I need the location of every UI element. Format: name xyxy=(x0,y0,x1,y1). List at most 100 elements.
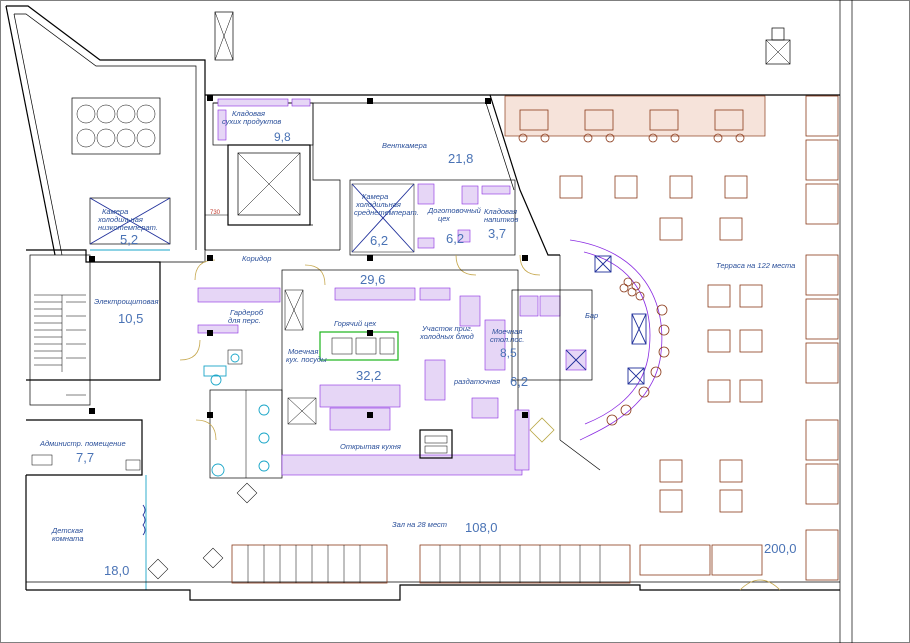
fan xyxy=(136,128,156,148)
label-open-kitchen: Открытая кухня xyxy=(340,442,401,451)
prep-sink xyxy=(417,237,435,249)
toilet-staff xyxy=(227,349,243,365)
label-cold-snacks: Участок приг.холодных блюд xyxy=(419,324,474,341)
area-electrical: 10,5 xyxy=(118,311,143,326)
lift-cross-b xyxy=(237,152,301,216)
label-electrical: Электрощитовая xyxy=(94,297,159,306)
fan xyxy=(76,128,96,148)
admin-room-walls xyxy=(26,419,143,476)
toilet-bowl xyxy=(230,353,240,363)
area-prep-shop: 6,2 xyxy=(446,231,464,246)
label-distribution: раздаточная xyxy=(453,377,500,386)
vent-unit-cross-b xyxy=(765,39,791,65)
bar-unit xyxy=(594,255,612,273)
label-bar: Бар xyxy=(585,311,598,320)
wash-sink xyxy=(484,319,506,371)
fan xyxy=(116,104,136,124)
vent-shaft-top xyxy=(214,11,234,61)
area-low-temp-chamber: 5,2 xyxy=(120,232,138,247)
door xyxy=(529,417,555,443)
hot-shop-counter-2 xyxy=(419,287,451,301)
door xyxy=(304,264,326,286)
bar-counter-inner xyxy=(583,251,651,425)
hot-shop-counter xyxy=(334,287,416,301)
area-terrace: 200,0 xyxy=(764,541,797,556)
sink-staff xyxy=(203,365,227,377)
terrace-benches xyxy=(805,95,839,581)
outer-wall-top xyxy=(205,94,560,256)
outer-wall-bottom xyxy=(26,584,840,601)
label-corridor: Коридор xyxy=(242,254,271,263)
wardrobe-bench xyxy=(197,324,239,334)
vent-unit-cap xyxy=(771,27,785,41)
door xyxy=(519,254,541,276)
prep-equipment xyxy=(417,183,435,205)
drinks-shelf xyxy=(481,185,511,195)
label-admin: Администр. помещение xyxy=(39,439,126,448)
low-temp-chamber xyxy=(89,197,171,245)
fan xyxy=(76,104,96,124)
curtain xyxy=(142,504,146,536)
vent-chamber-left-wall xyxy=(312,103,341,250)
bar-unit xyxy=(627,367,645,385)
dimension-label: 730 xyxy=(210,210,221,216)
drinks-unit xyxy=(457,229,471,243)
shower xyxy=(210,374,222,386)
label-hot-shop: Горячий цех xyxy=(334,319,376,328)
prep-line-2 xyxy=(329,407,391,431)
fan xyxy=(96,104,116,124)
admin-desk xyxy=(31,454,53,466)
stove xyxy=(379,337,395,355)
top-left-slanted-wall-inner xyxy=(14,13,197,250)
label-terrace: Терраса на 122 места xyxy=(716,261,795,270)
lift-cabin xyxy=(237,152,301,216)
bar-back xyxy=(511,289,593,381)
open-kitchen-oven xyxy=(419,429,453,459)
bar-unit xyxy=(631,313,647,345)
door xyxy=(194,259,216,281)
label-hall: Зал на 28 мест xyxy=(392,520,447,529)
bar-counter-outer xyxy=(569,239,663,441)
bar-partition-2 xyxy=(559,439,601,471)
area-kids-room: 18,0 xyxy=(104,563,129,578)
bar-fridge-2 xyxy=(539,295,561,317)
door xyxy=(455,254,477,276)
cold-counter xyxy=(424,359,446,401)
terrace-tables xyxy=(559,175,763,576)
area-hall: 108,0 xyxy=(465,520,498,535)
hall-seating xyxy=(231,544,631,584)
sink xyxy=(211,463,225,477)
electrical-room-walls xyxy=(26,249,161,381)
mid-temp-chamber xyxy=(351,183,415,253)
area-drinks-storage: 3,7 xyxy=(488,226,506,241)
area-washing-tableware: 8,5 xyxy=(500,346,517,360)
dry-storage-shelves xyxy=(217,98,311,141)
bar-stools xyxy=(606,277,670,426)
structural-columns xyxy=(89,95,528,418)
left-slanted-wall xyxy=(5,5,56,256)
bar-fridge xyxy=(519,295,539,317)
area-hot-shop: 32,2 xyxy=(356,368,381,383)
area-dry-storage: 9,8 xyxy=(274,130,291,144)
toilet-bowl xyxy=(258,432,270,444)
cold-zone-walls xyxy=(349,179,516,256)
mid-temp-cross-b xyxy=(351,183,415,253)
cold-table xyxy=(459,295,481,327)
toilet-bowl xyxy=(258,404,270,416)
left-slanted-wall-inner xyxy=(13,13,63,256)
area-distribution: 6,2 xyxy=(510,374,528,389)
fan xyxy=(116,128,136,148)
area-ventilation: 21,8 xyxy=(448,151,473,166)
stair-block xyxy=(29,254,91,406)
door xyxy=(179,339,201,361)
door xyxy=(195,419,217,441)
wardrobe-lockers xyxy=(197,287,281,303)
